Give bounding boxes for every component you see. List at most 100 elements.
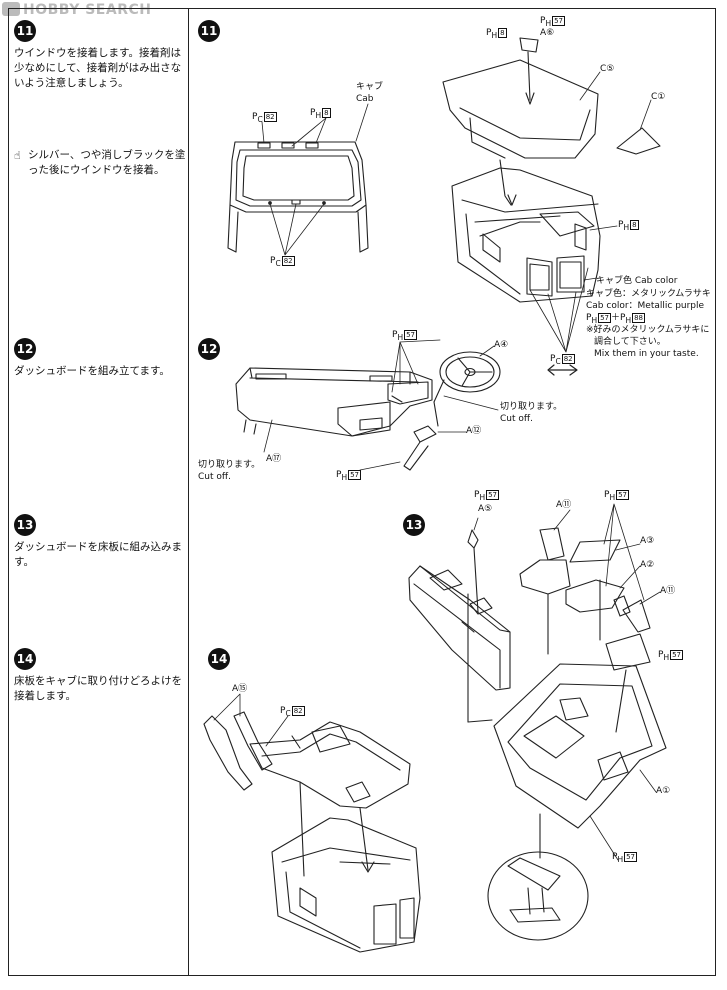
paint-prefix: P (540, 16, 546, 26)
cab-label-en: Cab (356, 94, 374, 104)
paint-prefix: P (392, 330, 398, 340)
diagram-step-12-badge: 12 (198, 338, 220, 360)
paint-sub: H (545, 18, 552, 28)
cab-body-drawing (442, 37, 661, 303)
cab-color-line-5: 調合して下さい。 (594, 337, 666, 347)
paint-prefix: P (252, 112, 258, 122)
cab-color-line-2: キャブ色：メタリックムラサキ (586, 289, 711, 299)
floor-into-cab-drawing (203, 711, 421, 953)
cab-color-line-4: ※好みのメタリックムラサキに (586, 325, 710, 335)
paint-code: 57 (624, 852, 637, 862)
part-c1: C① (651, 92, 666, 102)
paint-sub: C (285, 708, 291, 718)
floor-dashboard-drawing (408, 527, 667, 941)
paint-sub: C (275, 258, 281, 268)
paint-prefix: P (658, 650, 664, 660)
paint-prefix: P (612, 852, 618, 862)
paint-note-text: シルバー、つや消しブラックを塗った後にウインドウを接着。 (28, 149, 186, 176)
part-a4: A④ (494, 340, 509, 350)
part-a1: A① (656, 786, 671, 796)
cutoff-right-jp: 切り取ります。 (500, 402, 563, 412)
diagram-step-11-badge: 11 (198, 20, 220, 42)
hand-pointer-icon: ☝ (14, 149, 21, 162)
paint-sub: H (617, 854, 624, 864)
diagram-step-13-badge: 13 (403, 514, 425, 536)
part-a3: A③ (640, 536, 655, 546)
step-11-paint-note: ☝ シルバー、つや消しブラックを塗った後にウインドウを接着。 (14, 148, 188, 178)
paint-code: 57 (598, 313, 611, 323)
part-a12: A⑫ (466, 426, 482, 436)
cab-color-line-3: Cab color：Metallic purple (586, 301, 705, 311)
paint-code: 57 (552, 16, 565, 26)
cab-color-line-6: Mix them in your taste. (594, 349, 699, 359)
step-14-leaders (213, 693, 289, 747)
step-12-badge: 12 (14, 338, 36, 360)
paint-sub: H (479, 492, 486, 502)
cutoff-left-jp: 切り取ります。 (198, 460, 261, 470)
paint-code: 82 (263, 112, 277, 122)
part-a2: A② (640, 560, 655, 570)
paint-sub: H (623, 222, 630, 232)
paint-sub: C (555, 356, 561, 366)
part-a11-left: A⑪ (556, 500, 572, 510)
watermark: HOBBY SEARCH (2, 2, 151, 18)
rotate-arrow-icon (547, 364, 578, 376)
step-13-badge: 13 (14, 514, 36, 536)
step-11-cab-leaders (529, 71, 652, 353)
paint-prefix: P (474, 490, 480, 500)
paint-sub: H (625, 315, 632, 325)
paint-prefix: P (310, 108, 316, 118)
paint-prefix: P (618, 220, 624, 230)
watermark-logo-icon (2, 2, 20, 16)
part-a5: A⑤ (478, 504, 493, 514)
paint-prefix: P (270, 256, 276, 266)
paint-code: 57 (486, 490, 499, 500)
paint-code: 82 (291, 706, 305, 716)
step-11-text: ウインドウを接着します。接着剤は少なめにして、接着剤がはみ出さないよう注意しまし… (14, 47, 182, 89)
column-divider (188, 8, 189, 976)
watermark-text: HOBBY SEARCH (23, 2, 152, 18)
part-a6: A⑥ (540, 28, 555, 38)
step-12-text: ダッシュボードを組み立てます。 (14, 365, 170, 377)
step-11-leader-lines (261, 103, 369, 256)
instruction-frame (8, 8, 716, 976)
paint-sub: H (663, 652, 670, 662)
paint-code: 57 (670, 650, 683, 660)
paint-code: 8 (498, 28, 507, 38)
paint-prefix: P (620, 313, 626, 323)
step-13-leaders (473, 503, 661, 861)
part-c5: C⑤ (600, 64, 615, 74)
paint-code: 8 (322, 108, 331, 118)
dashboard-drawing (235, 351, 501, 471)
cutoff-right-en: Cut off. (500, 414, 533, 424)
part-a17: A⑰ (266, 454, 282, 464)
cab-window-frame-drawing (227, 141, 369, 253)
paint-code: 57 (404, 330, 417, 340)
paint-sub: H (397, 332, 404, 342)
paint-prefix: P (604, 490, 610, 500)
diagram-step-14-badge: 14 (208, 648, 230, 670)
paint-prefix: P (586, 313, 592, 323)
step-14-badge: 14 (14, 648, 36, 670)
paint-code: 8 (630, 220, 639, 230)
step-12-leaders (263, 339, 499, 471)
step-14-text: 床板をキャブに取り付けどろよけを接着します。 (14, 675, 182, 702)
paint-code: 57 (348, 470, 361, 480)
part-a11-right: A⑪ (660, 586, 676, 596)
part-a15: A⑮ (232, 684, 248, 694)
